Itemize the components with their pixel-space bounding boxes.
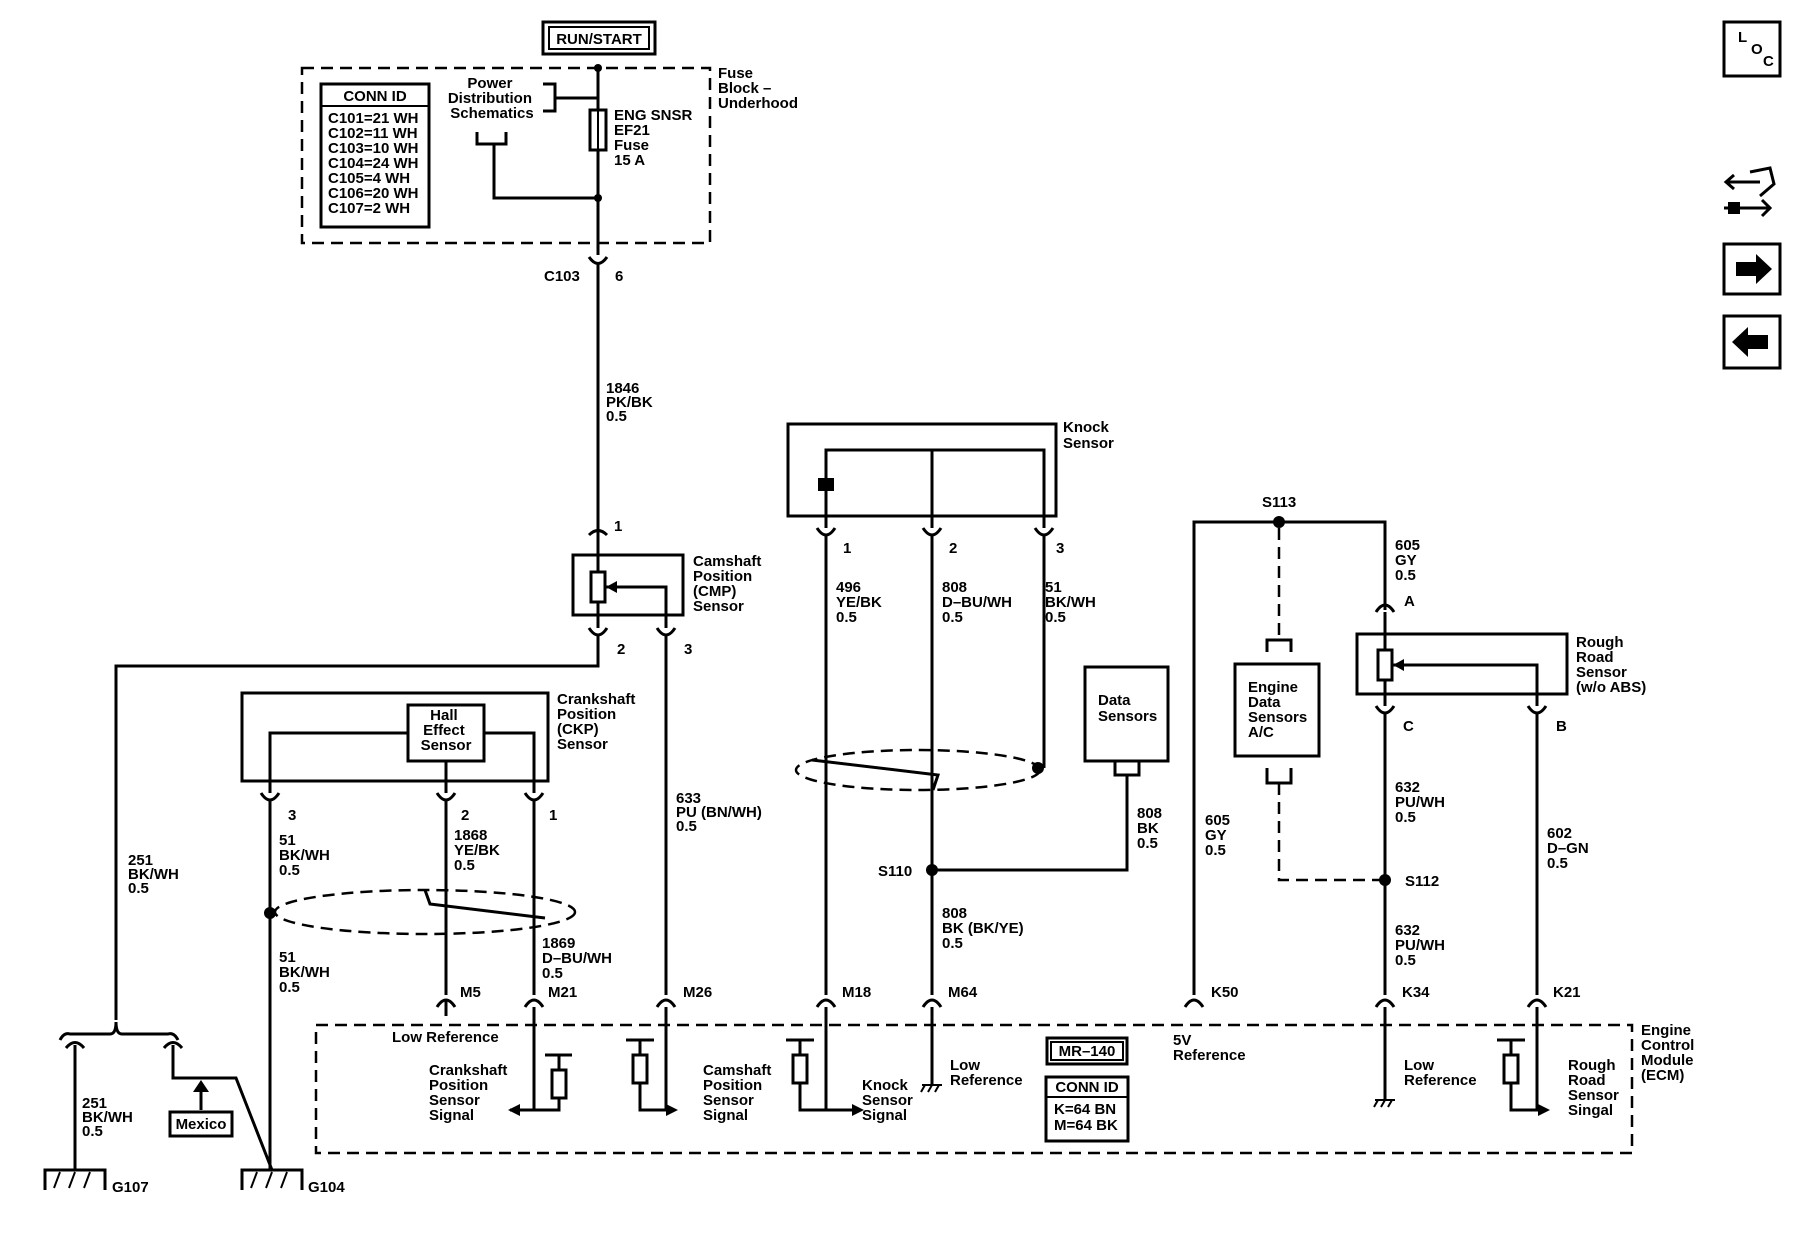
wire-632-label-a: 632 PU/WH 0.5	[1395, 779, 1449, 826]
ecm-pin-m18: M18	[842, 984, 871, 1001]
svg-text:L: L	[1738, 29, 1747, 46]
knock-sensor	[786, 422, 1058, 518]
ecm-knock-signal: Knock Sensor Signal	[862, 1077, 917, 1124]
run-start-label: RUN/START	[556, 31, 642, 48]
ecm-conn-id-title: CONN ID	[1055, 1079, 1119, 1096]
wire-605-label-a: 605 GY 0.5	[1395, 537, 1424, 584]
ecm-outline	[314, 1023, 1634, 1155]
ecm-title: Engine Control Module (ECM)	[1641, 1022, 1699, 1084]
mexico-box	[168, 1110, 234, 1138]
ecm-low-ref-1: Low Reference	[950, 1057, 1023, 1089]
forward-arrow-button[interactable]	[1722, 242, 1782, 296]
c103-pin: 6	[615, 268, 623, 285]
splice-251	[58, 1021, 180, 1041]
fuse-block-outline	[300, 66, 712, 245]
knock-pin-3: 3	[1056, 540, 1064, 557]
ecm-pin-m21: M21	[548, 984, 577, 1001]
fuse-block-title: Fuse Block – Underhood	[718, 65, 798, 112]
cmp-pin-3: 3	[684, 641, 692, 658]
rough-pin-a: A	[1404, 593, 1415, 610]
fuse-ef21-label: ENG SNSR EF21 Fuse 15 A	[614, 107, 697, 169]
wire-632-label-b: 632 PU/WH 0.5	[1395, 922, 1449, 969]
ckp-title: Crankshaft Position (CKP) Sensor	[557, 691, 640, 753]
cmp-title: Camshaft Position (CMP) Sensor	[693, 553, 766, 615]
ecm-rough-road-signal: Rough Road Sensor Singal	[1568, 1057, 1623, 1119]
splice-s112-label: S112	[1405, 873, 1439, 890]
conn-id-title: CONN ID	[343, 88, 407, 105]
ecm-ckp-signal: Crankshaft Position Sensor Signal	[429, 1062, 512, 1124]
back-arrow-button[interactable]	[1722, 314, 1782, 370]
wire-602-label: 602 D–GN 0.5	[1547, 825, 1593, 872]
ckp-shield	[273, 888, 577, 936]
wire-51-label-knock: 51 BK/WH 0.5	[1045, 579, 1100, 626]
conn-id-table	[319, 82, 431, 229]
ecm-pin-m26: M26	[683, 984, 712, 1001]
ckp-pin-1: 1	[549, 807, 557, 824]
ecm-low-ref-top: Low Reference	[392, 1029, 499, 1046]
engine-data-sensors-box	[1233, 662, 1321, 758]
data-sensors-box	[1083, 665, 1170, 763]
ground-g107	[43, 1168, 107, 1190]
cmp-pin-2: 2	[617, 641, 625, 658]
ckp-pin-3: 3	[288, 807, 296, 824]
splice-s110-label: S110	[878, 863, 912, 880]
knock-shield	[794, 748, 1042, 792]
ecm-5v-reference: 5V Reference	[1173, 1032, 1246, 1064]
ecm-pin-k50: K50	[1211, 984, 1239, 1001]
wire-633-label: 633 PU (BN/WH) 0.5	[676, 790, 766, 835]
cmp-pin-1: 1	[614, 518, 622, 535]
hall-effect-label: Hall Effect Sensor	[421, 707, 472, 754]
swap-icon[interactable]	[1723, 166, 1776, 218]
svg-text:C: C	[1763, 53, 1774, 70]
ecm-conn-id-table	[1044, 1075, 1130, 1143]
ecm-pin-m64: M64	[948, 984, 978, 1001]
wire-51-label-a: 51 BK/WH 0.5	[279, 832, 334, 879]
conn-id-list: C101=21 WH C102=11 WH C103=10 WH C104=24…	[328, 110, 423, 217]
wire-51-label-b: 51 BK/WH 0.5	[279, 949, 334, 996]
splice-s113-label: S113	[1262, 494, 1296, 511]
knock-title: Knock Sensor	[1063, 419, 1114, 452]
g107-label: G107	[112, 1179, 149, 1196]
mexico-label: Mexico	[176, 1116, 227, 1133]
mr-label: MR–140	[1059, 1043, 1116, 1060]
ecm-pins	[435, 998, 1548, 1016]
wire-251-label-a: 251 BK/WH 0.5	[128, 852, 183, 897]
ckp-pin-2: 2	[461, 807, 469, 824]
ground-g104	[240, 1168, 304, 1190]
rough-pin-c: C	[1403, 718, 1414, 735]
knock-pin-2: 2	[949, 540, 957, 557]
ecm-low-ref-2: Low Reference	[1404, 1057, 1477, 1089]
rough-pin-b: B	[1556, 718, 1567, 735]
power-distribution-label: Power Distribution Schematics	[448, 75, 536, 122]
wire-605-label-b: 605 GY 0.5	[1205, 812, 1234, 859]
svg-text:O: O	[1751, 41, 1763, 58]
ecm-pin-m5: M5	[460, 984, 481, 1001]
knock-pin-1: 1	[843, 540, 851, 557]
c103-label: C103	[544, 268, 580, 285]
engine-data-sensors-label: Engine Data Sensors A/C	[1248, 679, 1311, 741]
wire-1869-label: 1869 D–BU/WH 0.5	[542, 935, 616, 982]
ecm-cmp-signal: Camshaft Position Sensor Signal	[703, 1062, 776, 1124]
wire-808-label-a: 808 D–BU/WH 0.5	[942, 579, 1016, 626]
loc-button[interactable]: L O C	[1722, 20, 1782, 78]
rough-road-title: Rough Road Sensor (w/o ABS)	[1576, 634, 1646, 696]
wire-808-label-b: 808 BK 0.5	[1137, 805, 1166, 852]
ecm-conn-id-lines: K=64 BN M=64 BK	[1054, 1101, 1120, 1134]
wire-1846-label: 1846 PK/BK 0.5	[606, 380, 657, 425]
ckp-sensor	[240, 691, 550, 783]
ecm-pin-k34: K34	[1402, 984, 1430, 1001]
g104-label: G104	[308, 1179, 345, 1196]
wire-808-label-c: 808 BK (BK/YE) 0.5	[942, 905, 1028, 952]
ecm-pin-k21: K21	[1553, 984, 1581, 1001]
wire-1868-label: 1868 YE/BK 0.5	[454, 827, 504, 874]
run-start-inner	[548, 26, 650, 50]
data-sensors-label: Data Sensors	[1098, 692, 1157, 725]
wire-251-label-b: 251 BK/WH 0.5	[82, 1095, 137, 1140]
wire-496-label: 496 YE/BK 0.5	[836, 579, 886, 626]
